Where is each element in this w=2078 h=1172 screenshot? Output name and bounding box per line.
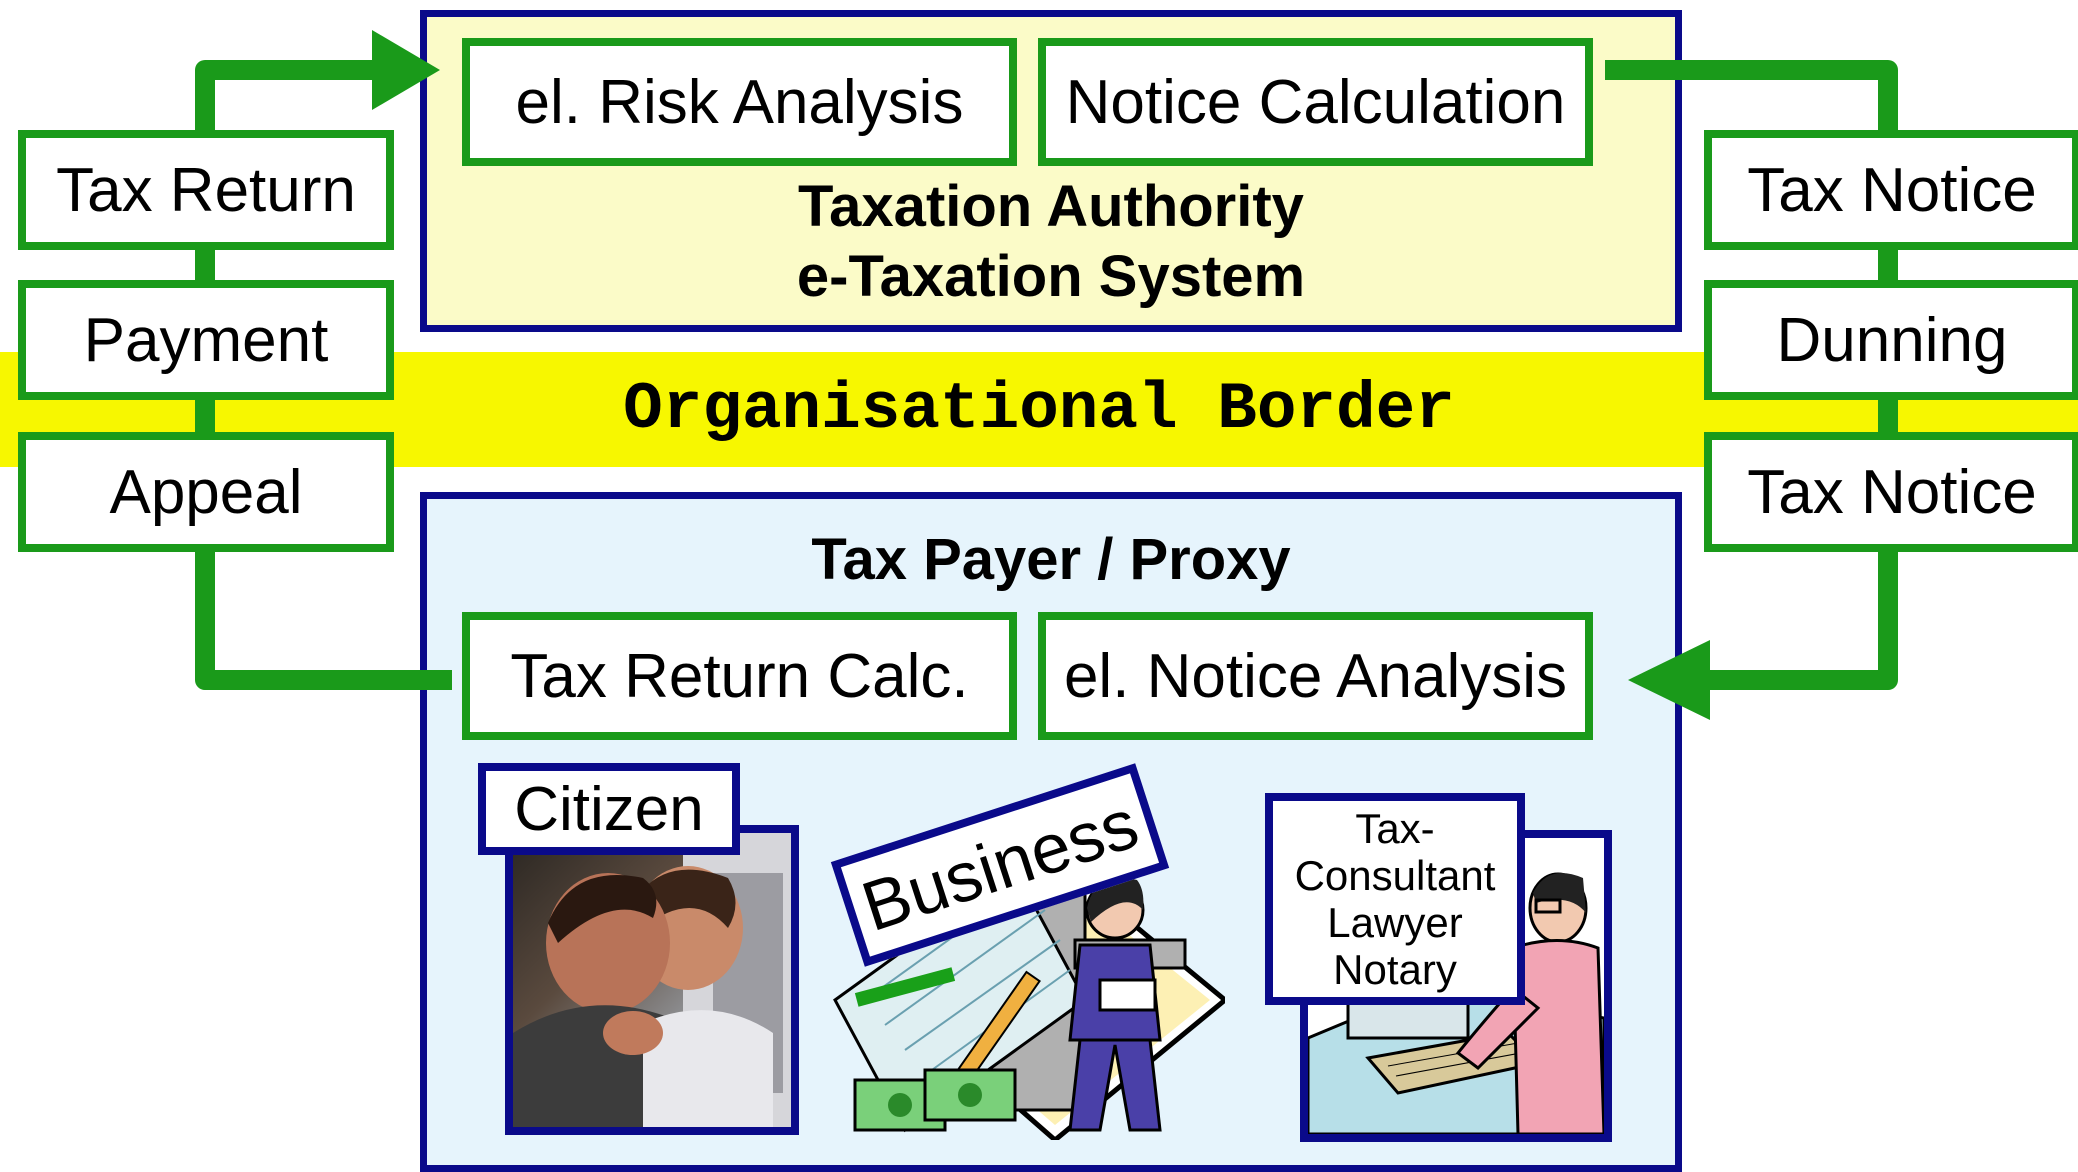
- authority-title: Taxation Authority e-Taxation System: [420, 172, 1682, 312]
- consultant-label-line4: Notary: [1333, 946, 1457, 993]
- flow-box-tax-return: Tax Return: [18, 130, 394, 250]
- consultant-label-line1: Tax-: [1355, 805, 1435, 852]
- arrow-to-notice-analysis-icon: [1628, 640, 1710, 720]
- flow-box-appeal: Appeal: [18, 432, 394, 552]
- citizen-photo: [505, 825, 799, 1135]
- authority-title-line1: Taxation Authority: [798, 174, 1304, 239]
- organisational-border-label: Organisational Border: [623, 372, 1455, 447]
- consultant-label-line3: Lawyer: [1327, 899, 1463, 946]
- notice-calculation-box: Notice Calculation: [1038, 38, 1593, 166]
- flow-box-dunning: Dunning: [1704, 280, 2078, 400]
- citizen-label: Citizen: [478, 763, 740, 855]
- flow-box-tax-notice-second: Tax Notice: [1704, 432, 2078, 552]
- taxpayer-title: Tax Payer / Proxy: [811, 527, 1291, 592]
- authority-title-line2: e-Taxation System: [796, 244, 1306, 309]
- notice-analysis-box: el. Notice Analysis: [1038, 612, 1593, 740]
- consultant-label: Tax- Consultant Lawyer Notary: [1265, 793, 1525, 1005]
- tax-return-calc-box: Tax Return Calc.: [462, 612, 1017, 740]
- flow-box-tax-notice: Tax Notice: [1704, 130, 2078, 250]
- arrow-to-risk-analysis-icon: [372, 30, 440, 110]
- risk-analysis-box: el. Risk Analysis: [462, 38, 1017, 166]
- consultant-label-line2: Consultant: [1294, 852, 1496, 899]
- flow-box-payment: Payment: [18, 280, 394, 400]
